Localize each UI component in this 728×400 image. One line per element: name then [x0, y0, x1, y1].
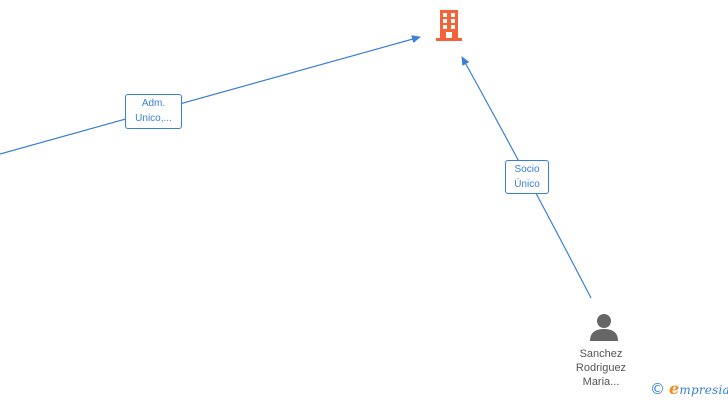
person-name-label[interactable]: Sanchez Rodriguez Maria...: [553, 347, 649, 389]
copyright-icon: ©: [650, 380, 665, 398]
person-icon: [590, 314, 618, 341]
brand-name-rest: mpresia: [679, 382, 728, 397]
edge-label-line: Adm.: [141, 98, 166, 109]
empresia-logo: © empresia: [650, 379, 728, 399]
brand-initial: e: [669, 378, 680, 398]
edge-label-socio-unico[interactable]: Socio Único: [505, 160, 549, 194]
person-name-line: Maria...: [582, 376, 620, 388]
edge-label-line: Socio: [514, 164, 540, 175]
edge-adm-unico-line: [0, 35, 421, 155]
person-node[interactable]: [588, 311, 620, 343]
edge-label-line: Único: [514, 179, 540, 190]
building-icon: [436, 10, 462, 41]
person-name-line: Sanchez: [579, 348, 623, 360]
person-name-line: Rodriguez: [575, 362, 627, 374]
company-node[interactable]: [433, 8, 465, 42]
edge-label-adm-unico[interactable]: Adm. Unico,...: [125, 94, 182, 129]
brand-name: empresia: [669, 379, 728, 400]
edge-label-line: Unico,...: [135, 113, 172, 124]
